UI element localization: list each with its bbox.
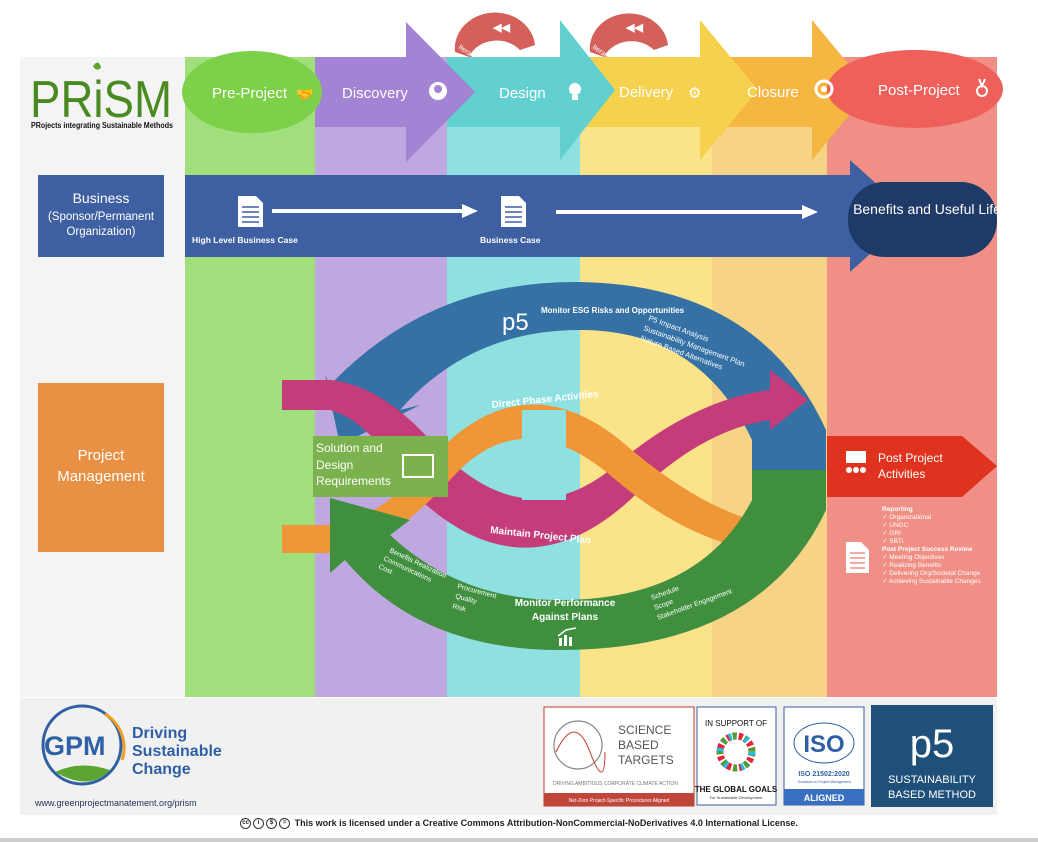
by-icon: i — [253, 818, 265, 830]
esg-title: Monitor ESG Risks and Opportunities — [541, 306, 685, 315]
svg-text:◀◀: ◀◀ — [625, 22, 643, 34]
solution-design-requirements — [313, 436, 448, 497]
target-icon — [814, 79, 834, 99]
document-icon — [238, 196, 263, 227]
list-item: ✓ UNGC — [882, 522, 909, 529]
svg-text:PRiSM: PRiSM — [30, 71, 172, 129]
svg-text:Benefits and Useful Life: Benefits and Useful Life — [853, 201, 1001, 217]
svg-text:Driving: Driving — [132, 725, 187, 742]
phase-arrow-design — [447, 20, 615, 160]
maintain-plan-wave — [282, 370, 808, 548]
list-item: ✓ Achieving Sustainable Changes — [882, 578, 981, 585]
doc-business-case: Business Case — [480, 235, 541, 245]
svg-text:ISO: ISO — [803, 731, 844, 758]
svg-text:TARGETS: TARGETS — [618, 753, 674, 767]
prism-logo: PRiSM PRojects integrating Sustainable M… — [30, 62, 173, 130]
row-label-business — [38, 175, 164, 257]
list-item: ✓ Organizational — [882, 514, 932, 521]
business-arrow — [185, 160, 912, 272]
svg-text:Net-Zero Project-Specific Proc: Net-Zero Project-Specific Procedures Ali… — [569, 798, 670, 804]
svg-text:◀◀: ◀◀ — [492, 22, 510, 34]
benefits-pill — [848, 182, 997, 257]
svg-text:Risk: Risk — [451, 603, 466, 613]
phase-label-discovery: Discovery — [342, 85, 408, 102]
phase-pre-project — [182, 51, 322, 133]
list-item: ✓ GRI — [882, 530, 901, 537]
svg-text:IN SUPPORT OF: IN SUPPORT OF — [705, 719, 767, 728]
svg-text:SUSTAINABILITY: SUSTAINABILITY — [888, 774, 976, 786]
svg-text:p5: p5 — [502, 309, 529, 336]
scrollbar-track — [0, 838, 1038, 842]
svg-text:Business: Business — [73, 190, 130, 206]
nd-icon: = — [279, 818, 291, 830]
monitor-title: Monitor Performance Against Plans — [514, 598, 616, 623]
list-item: ✓ Realizing Benefits — [882, 562, 942, 569]
phase-label-closure: Closure — [747, 84, 799, 101]
p5-icon: p5 — [502, 309, 529, 336]
svg-text:Change: Change — [132, 761, 191, 778]
iterate-arrow: Iterate ◀◀ — [589, 13, 668, 61]
svg-text:BASED METHOD: BASED METHOD — [888, 789, 976, 801]
iso-aligned-badge: ISO ISO 21502:2020 Guidance on Project M… — [783, 706, 865, 806]
cc-icon: cc — [240, 818, 252, 830]
phase-post-project — [827, 50, 1003, 128]
license-link[interactable]: This work is licensed under a Creative C… — [294, 818, 798, 828]
document-icon — [501, 196, 526, 227]
svg-text:GPM: GPM — [44, 731, 106, 761]
svg-text:PRojects integrating Sustainab: PRojects integrating Sustainable Methods — [31, 121, 173, 130]
phase-arrow-delivery — [580, 20, 758, 160]
website-link[interactable]: www.greenprojectmanatement.org/prism — [34, 798, 197, 808]
doc-high-level-business-case: High Level Business Case — [192, 235, 298, 245]
blueprint-icon — [402, 454, 434, 478]
list-item: ✓ Delivering Org/Societal Change — [882, 570, 981, 577]
handshake-icon: 🤝 — [296, 86, 313, 102]
phase-arrow-closure — [712, 20, 870, 160]
svg-text:Monitor ESG Risks and Opportun: Monitor ESG Risks and Opportunities — [541, 306, 685, 315]
monitor-performance-arc — [330, 470, 826, 650]
column-pre-project — [185, 57, 315, 697]
list-item: ✓ Meeting Objectives — [882, 554, 945, 561]
column-post-project — [827, 57, 997, 697]
svg-text:BASED: BASED — [618, 738, 659, 752]
svg-text:Guidance on Project Management: Guidance on Project Management — [797, 780, 850, 784]
svg-text:SCIENCE: SCIENCE — [618, 723, 671, 737]
p5-sustainability-badge: p5 SUSTAINABILITY BASED METHOD — [871, 705, 993, 807]
phase-label-delivery: Delivery — [619, 84, 674, 101]
global-goals-badge: IN SUPPORT OF THE GLOBAL GOALS For Susta… — [695, 706, 778, 806]
nc-icon: $ — [266, 818, 278, 830]
phase-arrow-discovery — [315, 22, 475, 162]
iterate-arrow: Iterate ◀◀ — [454, 12, 535, 61]
post-project-lists: Reporting ✓ Organizational ✓ UNGC ✓ GRI … — [882, 506, 994, 586]
esg-arc — [325, 281, 826, 470]
svg-text:Sustainable: Sustainable — [132, 743, 222, 760]
lightbulb-icon — [569, 83, 581, 95]
gears-icon: ⚙ — [688, 85, 701, 102]
svg-text:ALIGNED: ALIGNED — [804, 793, 845, 803]
svg-text:For Sustainable Development: For Sustainable Development — [710, 795, 764, 800]
phase-label-pre-project: Pre-Project — [212, 85, 288, 102]
phase-label-design: Design — [499, 85, 546, 102]
document-icon — [846, 542, 869, 573]
chart-icon — [557, 627, 577, 646]
row-label-project-management — [38, 383, 164, 552]
gpm-logo: GPM — [41, 704, 126, 786]
phase-label-post-project: Post-Project — [878, 82, 961, 99]
list-item: ✓ SBTi — [882, 538, 904, 545]
svg-text:THE GLOBAL GOALS: THE GLOBAL GOALS — [695, 785, 778, 794]
svg-text:DRIVING AMBITIOUS CORPORATE CL: DRIVING AMBITIOUS CORPORATE CLIMATE ACTI… — [553, 781, 678, 787]
svg-text:p5: p5 — [910, 722, 955, 766]
team-meeting-icon — [846, 451, 866, 473]
svg-text:ISO 21502:2020: ISO 21502:2020 — [798, 771, 849, 778]
